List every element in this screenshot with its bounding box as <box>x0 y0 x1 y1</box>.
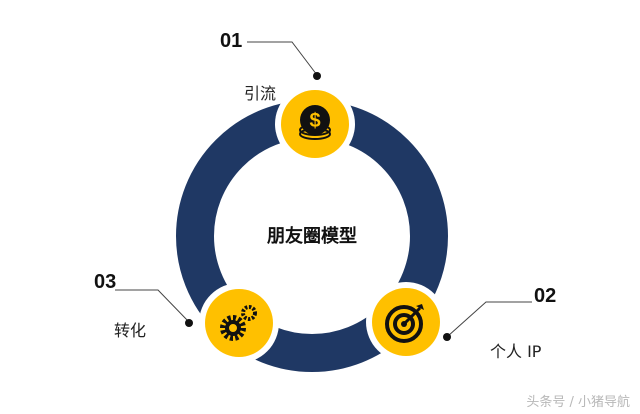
svg-text:$: $ <box>309 110 320 132</box>
callout-01-line <box>247 41 321 80</box>
badge-01: $ <box>275 84 355 164</box>
callout-03-line <box>115 289 193 327</box>
badge-03 <box>199 283 279 363</box>
step-number-02: 02 <box>534 285 557 307</box>
dollar-coins-icon: $ <box>299 105 331 140</box>
step-label-02: 个人 IP <box>490 342 542 361</box>
badge-02 <box>366 282 446 362</box>
step-label-01: 引流 <box>244 84 277 103</box>
step-number-01: 01 <box>220 30 243 52</box>
step-number-03: 03 <box>94 271 117 293</box>
center-title: 朋友圈模型 <box>267 226 357 247</box>
callout-02-line <box>443 301 532 341</box>
watermark: 头条号 / 小猪导航 <box>526 395 630 410</box>
step-label-03: 转化 <box>114 321 147 340</box>
target-icon <box>385 304 424 343</box>
gears-icon <box>220 305 257 341</box>
